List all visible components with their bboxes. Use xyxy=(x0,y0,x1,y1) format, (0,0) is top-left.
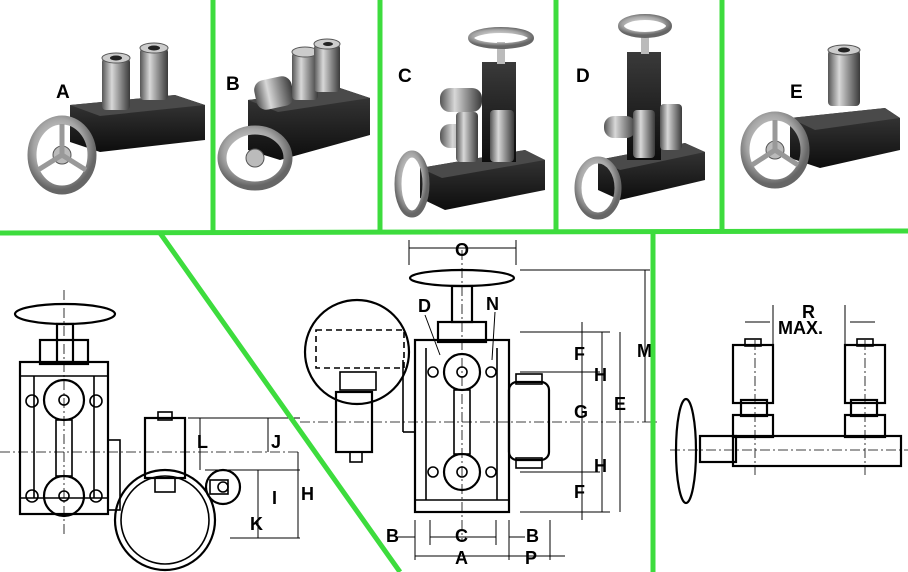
product-e-label: E xyxy=(790,82,803,103)
dim-p-label: P xyxy=(525,548,537,568)
product-a-image xyxy=(27,42,205,195)
dim-n-label: N xyxy=(486,294,499,314)
dim-f-bottom-label: F xyxy=(574,482,585,502)
product-e-image xyxy=(740,44,900,189)
dim-h-left-label: H xyxy=(301,484,314,504)
dim-c-label: C xyxy=(455,526,468,546)
dim-i-label: I xyxy=(272,488,277,508)
dim-r-label: R xyxy=(802,302,815,322)
left-drawing xyxy=(0,290,300,572)
product-b-image xyxy=(217,38,370,191)
dim-m-label: M xyxy=(637,341,652,361)
dim-b-right-label: B xyxy=(526,526,539,546)
dim-k-label: K xyxy=(250,514,263,534)
dim-f-top-label: F xyxy=(574,344,585,364)
dim-h-bottom-label: H xyxy=(594,456,607,476)
dim-max-label: MAX. xyxy=(778,318,823,338)
dim-l-label: L xyxy=(197,432,208,452)
product-c-label: C xyxy=(398,66,412,87)
dim-d-label: D xyxy=(418,296,431,316)
product-b-label: B xyxy=(226,74,240,95)
product-d-image xyxy=(574,14,705,220)
dim-b-left-label: B xyxy=(386,526,399,546)
center-drawing xyxy=(300,240,660,560)
dim-h-top-label: H xyxy=(594,365,607,385)
right-drawing xyxy=(670,305,908,505)
dim-g-label: G xyxy=(574,402,588,422)
dim-e-label: E xyxy=(614,394,626,414)
product-c-image xyxy=(394,27,545,218)
dim-j-label: J xyxy=(271,432,281,452)
dim-o-label: O xyxy=(455,240,469,260)
product-d-label: D xyxy=(576,66,590,87)
dim-a-label: A xyxy=(455,548,468,568)
product-a-label: A xyxy=(56,82,70,103)
